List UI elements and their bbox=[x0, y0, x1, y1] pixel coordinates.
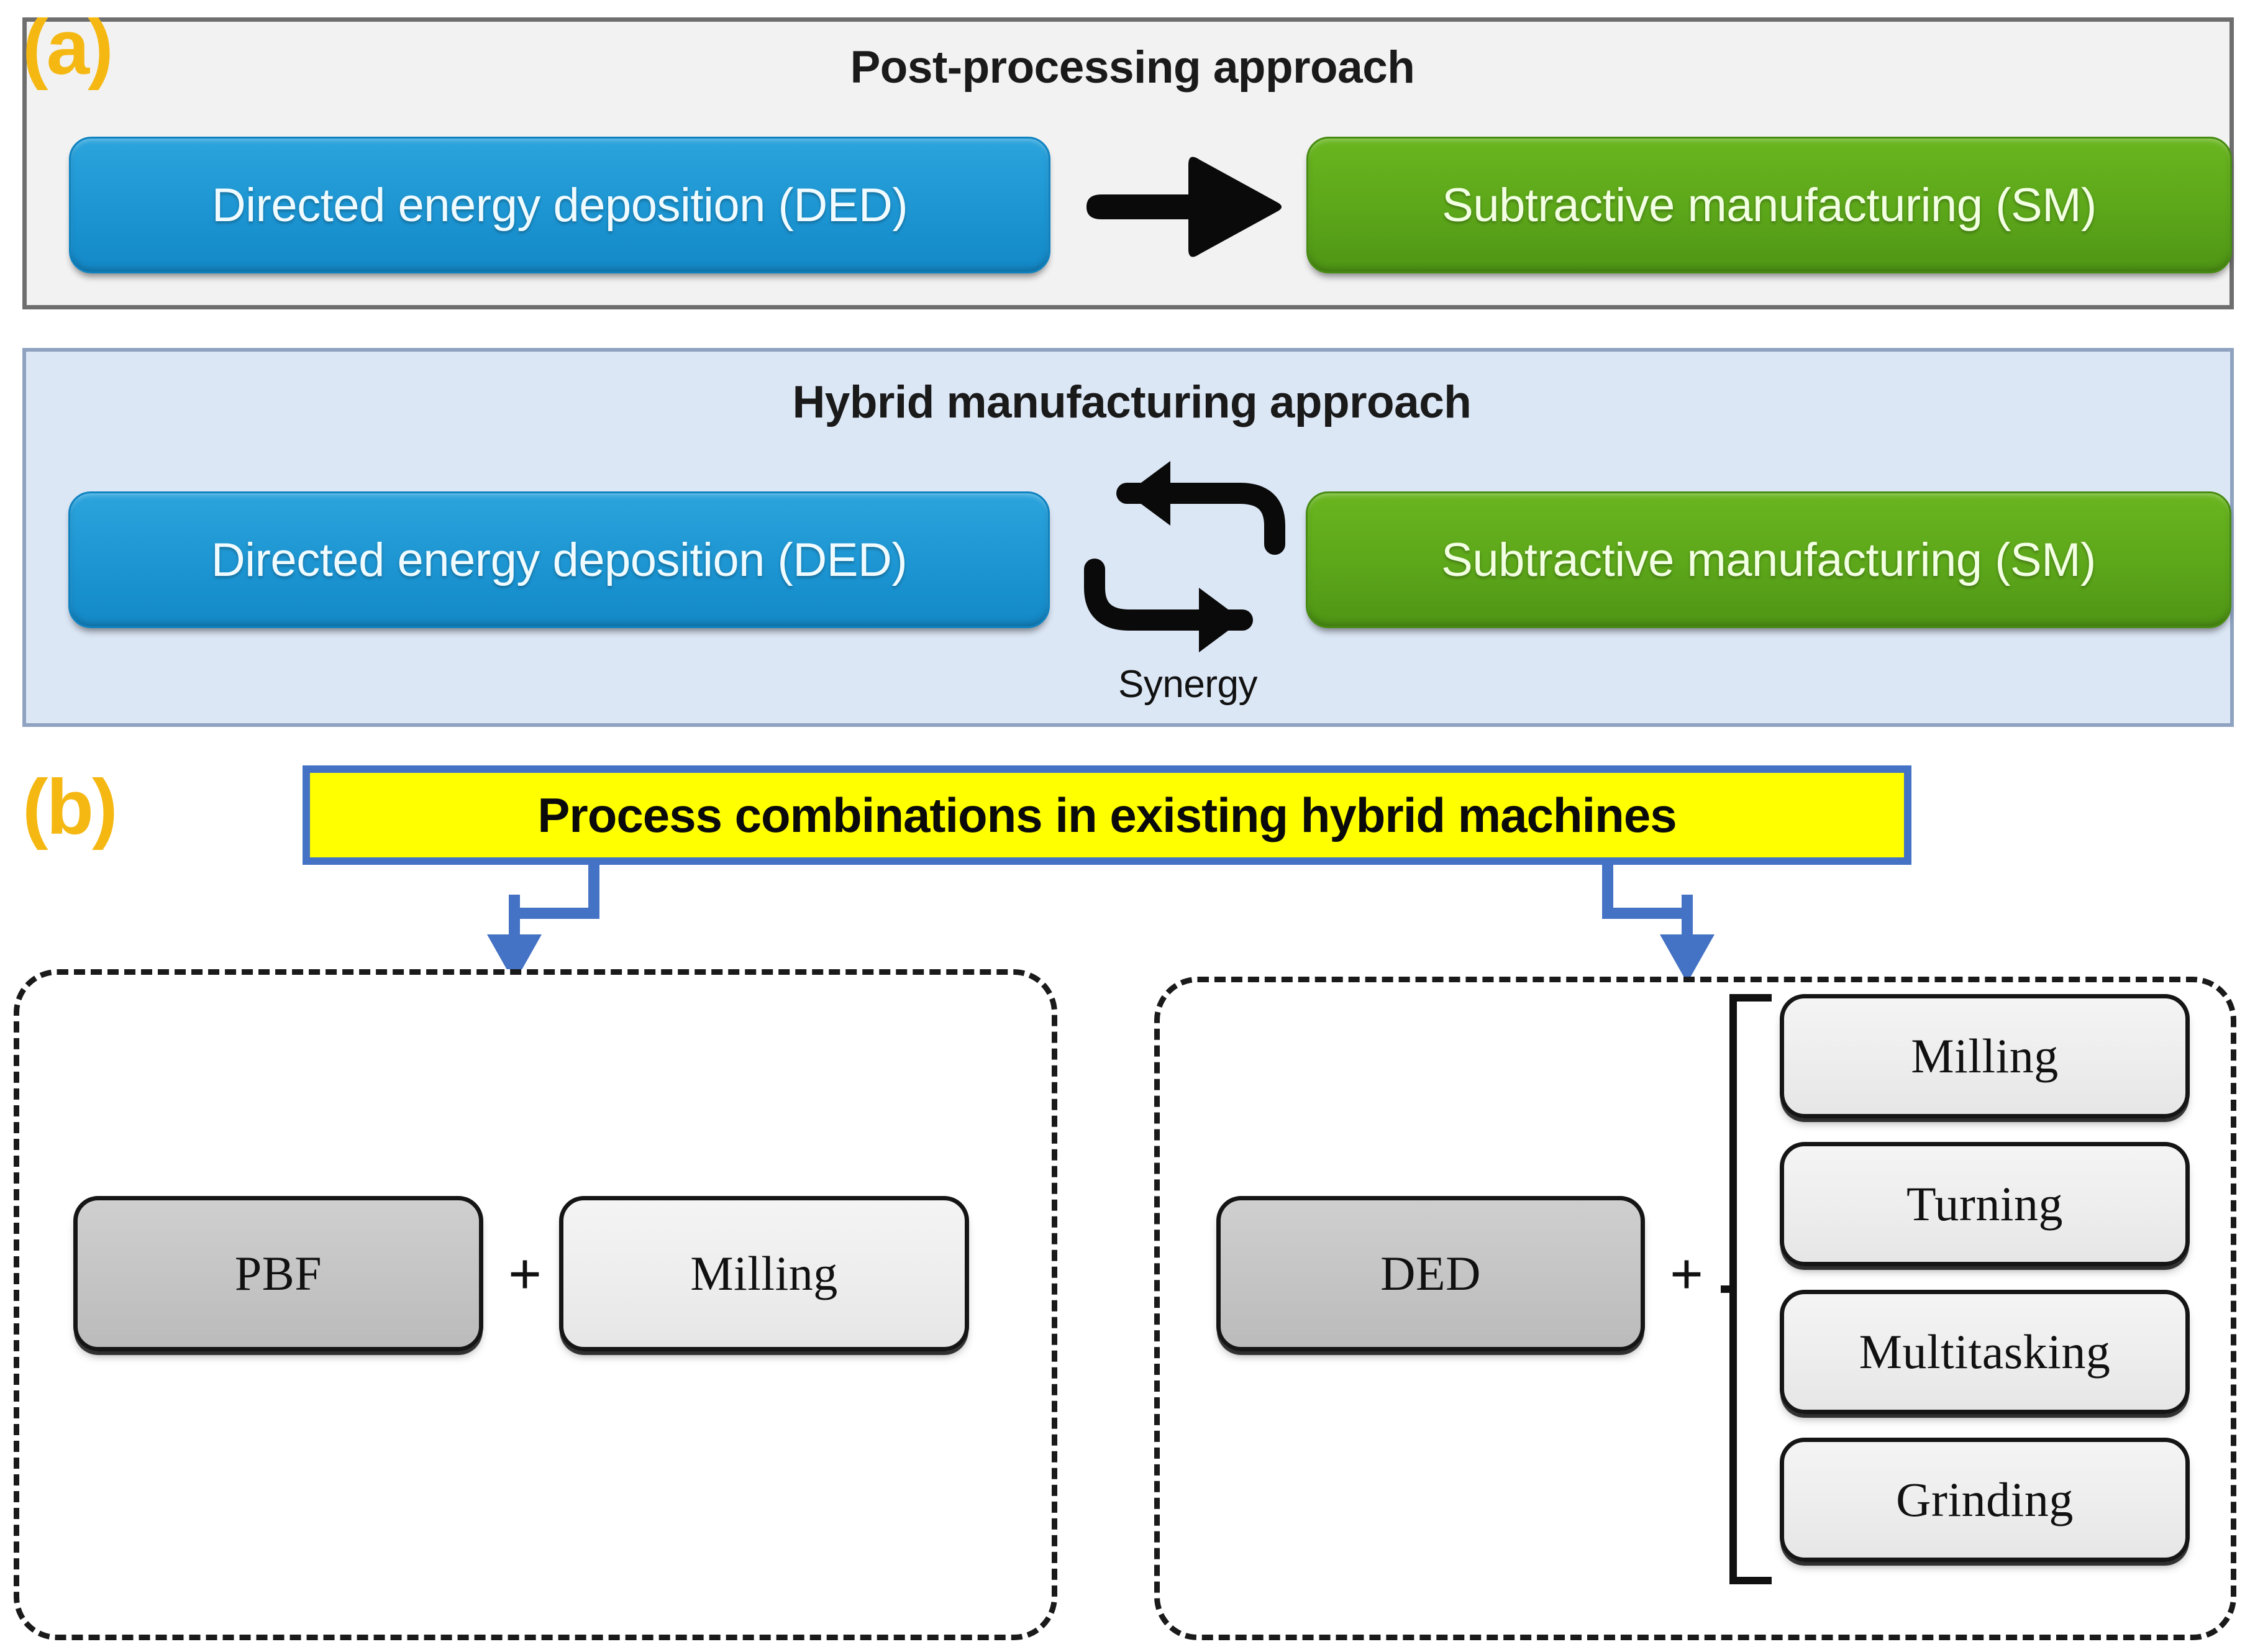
sm-box-hybrid: Subtractive manufacturing (SM) bbox=[1306, 491, 2231, 628]
ded-box-hybrid: Directed energy deposition (DED) bbox=[68, 491, 1050, 628]
ded-box: DED bbox=[1216, 1196, 1645, 1351]
hybrid-manufacturing-panel: Hybrid manufacturing approach Directed e… bbox=[22, 348, 2234, 727]
plus-operator-right: + bbox=[1669, 1240, 1704, 1307]
milling-box-pbf-group: Milling bbox=[559, 1196, 969, 1351]
multitasking-box: Multitasking bbox=[1780, 1290, 2190, 1414]
ded-box-post: Directed energy deposition (DED) bbox=[69, 137, 1050, 273]
turning-box: Turning bbox=[1780, 1142, 2190, 1266]
connector-arrow-left-icon bbox=[472, 865, 646, 986]
panel-b-label: (b) bbox=[22, 764, 118, 851]
milling-box-ded-group: Milling bbox=[1780, 994, 2190, 1118]
sm-box-post: Subtractive manufacturing (SM) bbox=[1306, 137, 2232, 273]
plus-operator-left: + bbox=[508, 1240, 542, 1307]
pbf-box: PBF bbox=[73, 1196, 483, 1351]
bracket-icon bbox=[1721, 994, 1777, 1584]
connector-arrow-right-icon bbox=[1565, 865, 1739, 986]
right-arrow-icon bbox=[1083, 151, 1288, 263]
synergy-cycle-icon bbox=[1070, 457, 1300, 662]
synergy-label: Synergy bbox=[1118, 663, 1257, 706]
post-processing-title: Post-processing approach bbox=[850, 42, 1415, 93]
process-combinations-banner: Process combinations in existing hybrid … bbox=[303, 765, 1911, 865]
post-processing-panel: Post-processing approach Directed energy… bbox=[22, 17, 2234, 309]
grinding-box: Grinding bbox=[1780, 1438, 2190, 1562]
hybrid-manufacturing-title: Hybrid manufacturing approach bbox=[792, 377, 1472, 427]
panel-a-label: (a) bbox=[22, 4, 114, 91]
